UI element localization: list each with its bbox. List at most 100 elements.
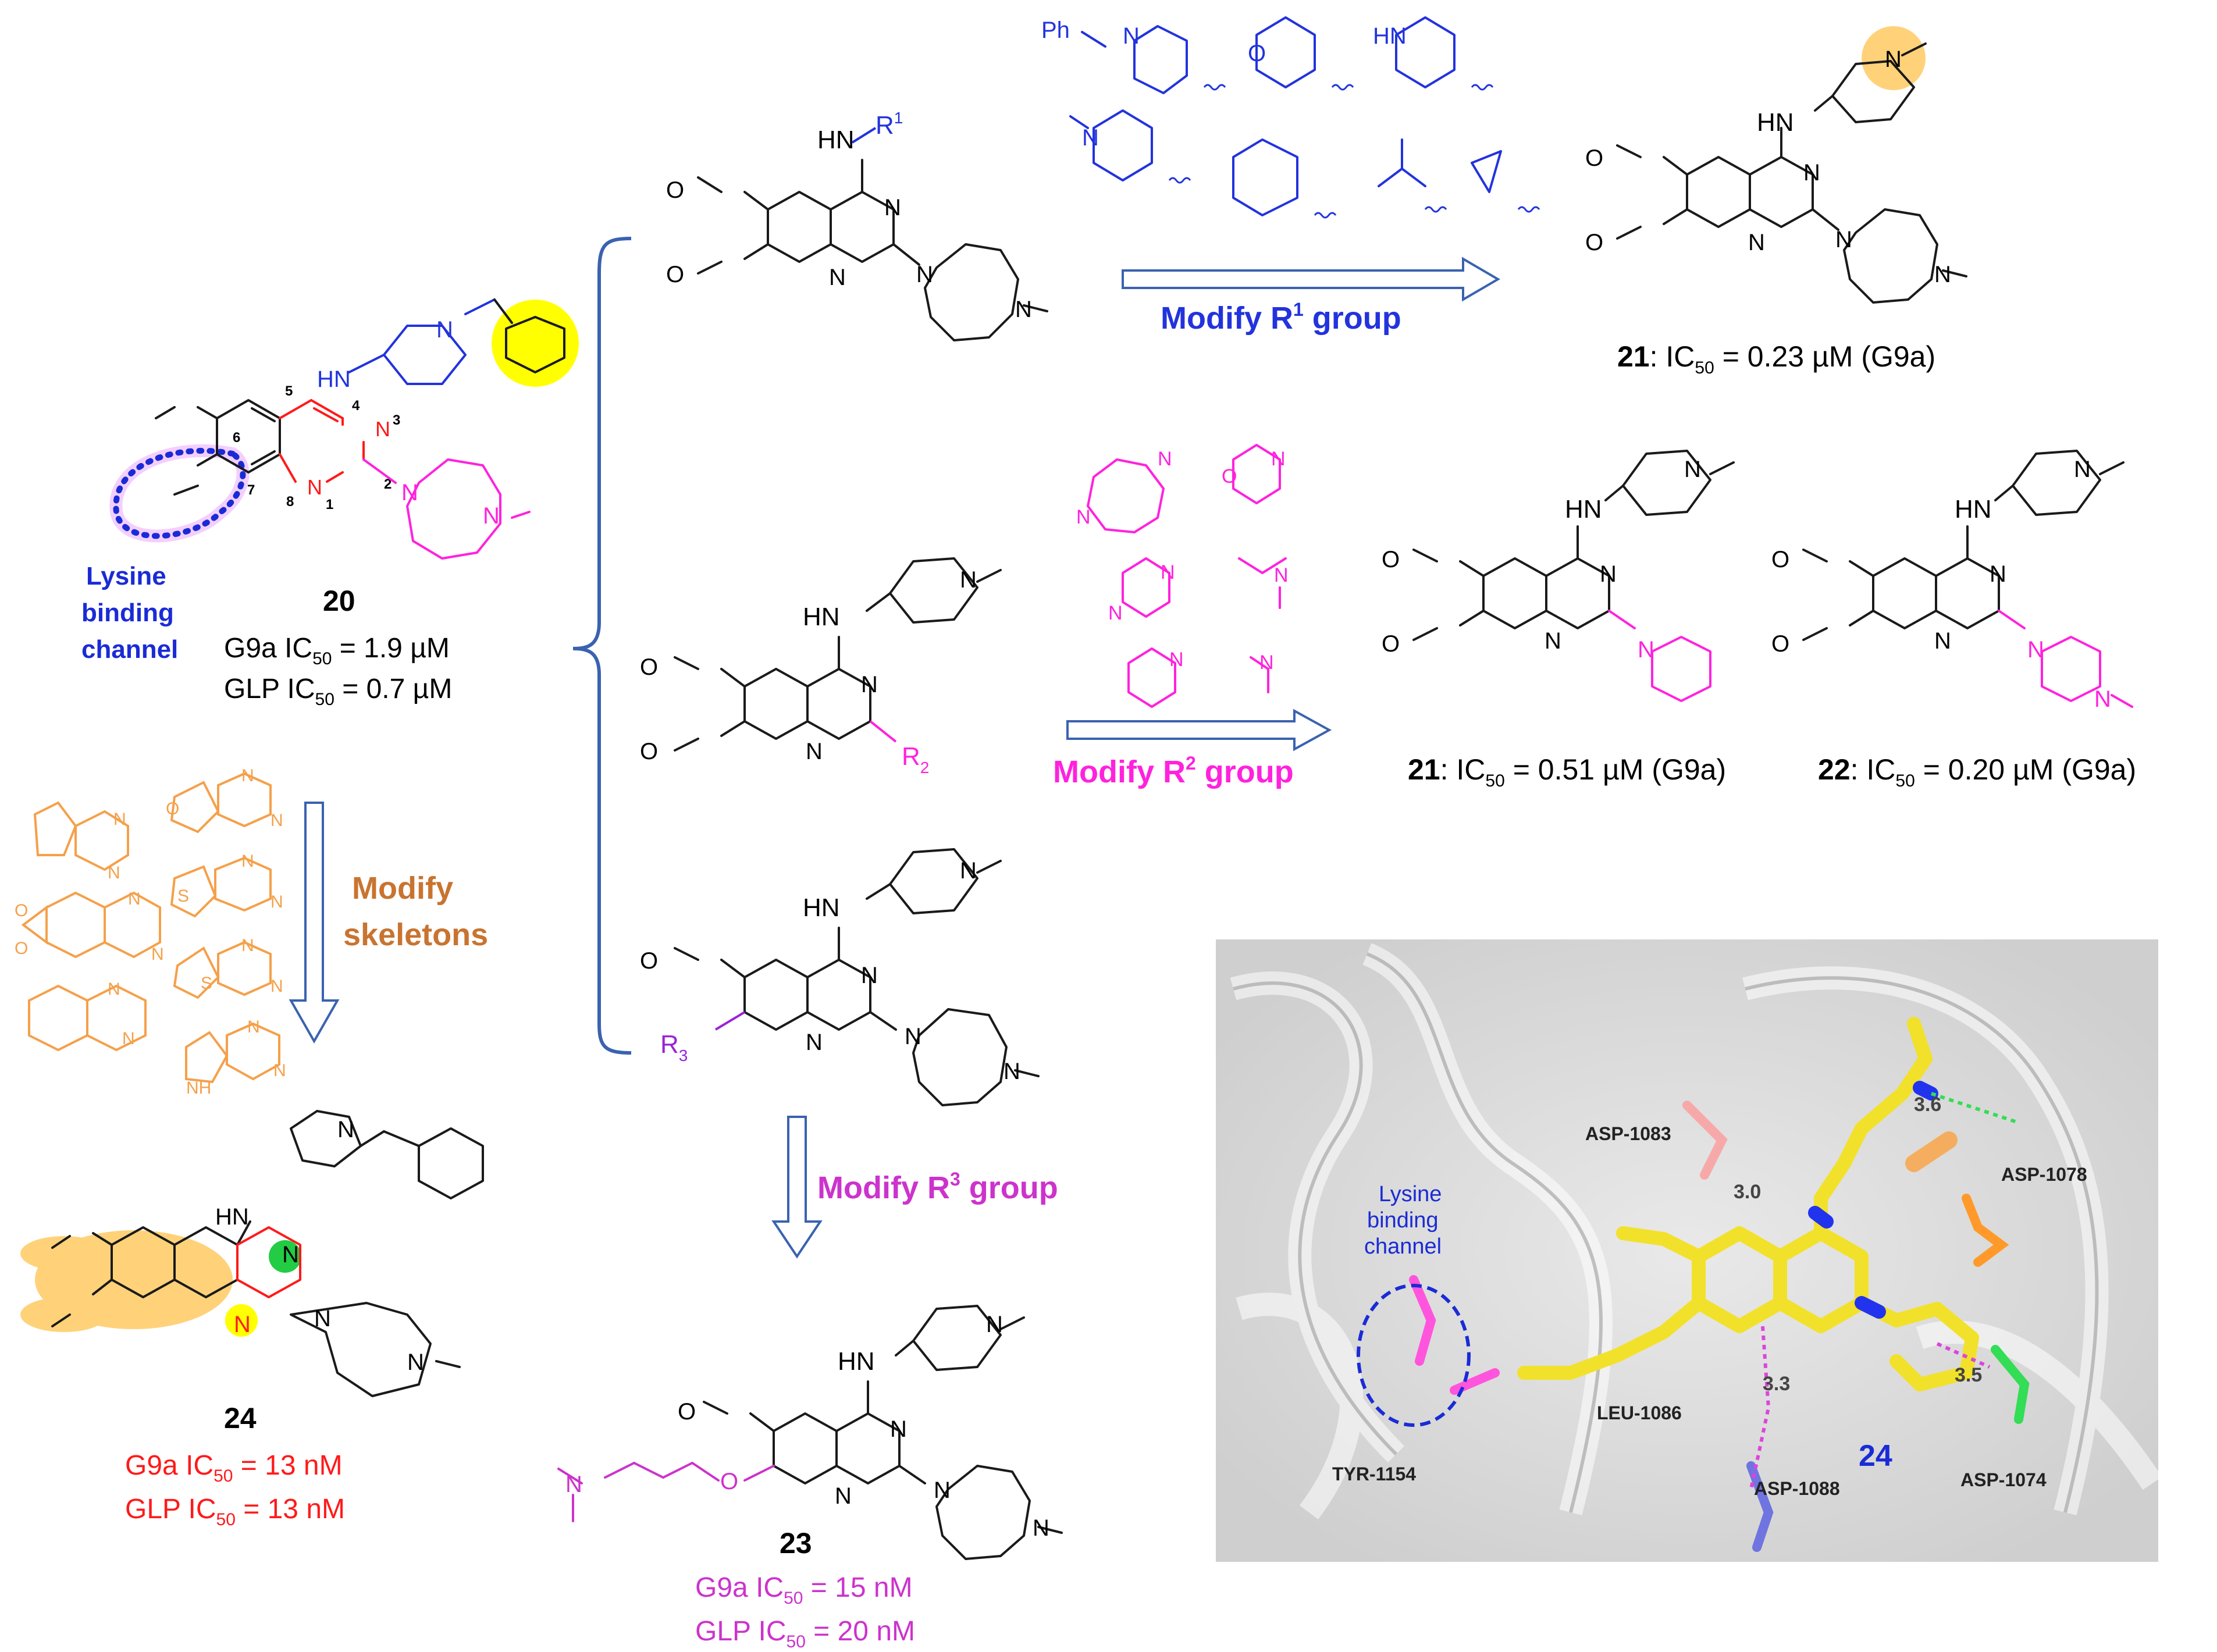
svg-text:N: N — [2094, 686, 2111, 712]
svg-text:HN: HN — [1757, 108, 1794, 137]
scaffold-r2 — [674, 557, 1002, 752]
svg-text:N: N — [960, 858, 977, 884]
r1-attachment-squiggles — [1168, 84, 1540, 219]
scaffold-r2-labels: HN O O N N N R2 — [640, 567, 977, 777]
svg-text:HN: HN — [803, 603, 840, 631]
compound-22-caption: 22: IC50 = 0.20 µM (G9a) — [1818, 753, 2136, 791]
svg-text:Ph: Ph — [1041, 17, 1070, 43]
compound-23: HN O N N N N N O N 23 G9a IC50 = 15 nM G… — [557, 1305, 1063, 1651]
svg-text:N: N — [271, 811, 283, 830]
compound-24: HN N N N N N 24 G9a IC50 = 13 nM GLP IC5… — [20, 1110, 484, 1529]
svg-text:N: N — [861, 672, 878, 697]
ring-number-4: 4 — [352, 398, 360, 414]
docking-ligand-label: 24 — [1859, 1439, 1892, 1473]
residue-asp-1074: ASP-1074 — [1960, 1469, 2047, 1490]
residue-asp-1088: ASP-1088 — [1754, 1478, 1840, 1499]
scaffold-brace — [572, 237, 632, 1055]
svg-text:N: N — [1108, 602, 1123, 624]
ring-number-5: 5 — [285, 383, 293, 399]
svg-text:N: N — [1934, 628, 1951, 654]
compound-20: N N 1 2 3 4 5 6 7 8 HN N N N L — [81, 298, 579, 709]
compound-21b-caption: 21: IC50 = 0.51 µM (G9a) — [1408, 753, 1726, 791]
n3-atom: N — [375, 417, 390, 441]
svg-text:N: N — [273, 1061, 286, 1080]
lysine-label-1: Lysine — [86, 562, 166, 590]
compound-21-top: HN O O N N N N N 21: IC50 = 0.23 µM (G9a… — [1585, 26, 1967, 378]
svg-text:N: N — [1934, 262, 1951, 287]
svg-text:O: O — [640, 654, 658, 680]
compound-23-ic50-g9a: G9a IC50 = 15 nM — [695, 1572, 913, 1608]
compound-24-diazepane-n1: N — [314, 1306, 331, 1331]
n1-atom: N — [307, 475, 322, 499]
docking-panel: ASP-1083 ASP-1078 LEU-1086 TYR-1154 ASP-… — [1216, 939, 2162, 1562]
ring-number-2: 2 — [384, 476, 392, 492]
svg-text:N: N — [108, 863, 120, 882]
residue-asp-1083: ASP-1083 — [1585, 1123, 1671, 1144]
distance-3-3: 3.3 — [1763, 1373, 1790, 1395]
r3-arrow — [771, 1116, 823, 1259]
svg-text:HN: HN — [817, 126, 855, 154]
r2-substituent-labels: NN ON NN N N N — [1076, 448, 1289, 674]
svg-text:N: N — [1161, 561, 1175, 583]
compound-24-pip-n: N — [337, 1117, 354, 1142]
scaffold-r1 — [697, 159, 1048, 341]
svg-text:N: N — [835, 1483, 852, 1509]
r1-arrow-label: Modify R1 group — [1161, 299, 1401, 336]
diazepane-n4: N — [483, 503, 500, 529]
svg-text:N: N — [806, 1030, 823, 1055]
svg-text:O: O — [1771, 631, 1789, 657]
svg-text:N: N — [2074, 457, 2091, 482]
svg-text:N: N — [1003, 1059, 1020, 1084]
svg-text:O: O — [678, 1399, 696, 1425]
svg-text:N: N — [1015, 297, 1032, 322]
svg-text:O: O — [1382, 631, 1400, 657]
residue-tyr-1154: TYR-1154 — [1332, 1464, 1416, 1484]
svg-text:N: N — [861, 963, 878, 988]
svg-text:O: O — [640, 739, 658, 764]
svg-text:N: N — [113, 810, 126, 829]
svg-text:N: N — [884, 195, 901, 220]
compound-24-ic50-glp: GLP IC50 = 13 nM — [125, 1494, 345, 1529]
svg-text:N: N — [122, 1029, 135, 1048]
ring-number-6: 6 — [233, 430, 240, 446]
svg-text:S: S — [177, 886, 189, 906]
svg-text:O: O — [15, 939, 28, 958]
svg-text:N: N — [2027, 637, 2044, 663]
svg-text:N: N — [271, 892, 283, 912]
lysine-label-3: channel — [81, 635, 178, 664]
svg-text:O: O — [640, 948, 658, 974]
svg-text:N: N — [1271, 448, 1286, 470]
svg-text:R1: R1 — [876, 109, 903, 140]
skeleton-options — [21, 772, 280, 1084]
compound-20-ic50-g9a: G9a IC50 = 1.9 µM — [224, 633, 450, 668]
r1-substituents — [1069, 16, 1502, 216]
r1-arrow — [1122, 257, 1500, 302]
skeleton-thieno-2 — [173, 941, 272, 999]
c3-highlight — [269, 1240, 301, 1273]
compound-24-n3: N — [282, 1242, 299, 1268]
r3-arrow-label: Modify R3 group — [817, 1169, 1058, 1205]
svg-text:O: O — [666, 177, 684, 203]
svg-text:N: N — [1835, 227, 1852, 252]
lysine-label-2: binding — [81, 599, 174, 627]
phenyl-highlight — [492, 300, 579, 387]
svg-text:HN: HN — [1955, 495, 1992, 524]
svg-text:N: N — [1259, 651, 1274, 674]
svg-text:N: N — [1990, 561, 2006, 587]
ring-number-3: 3 — [393, 412, 400, 428]
svg-text:O: O — [720, 1469, 738, 1494]
svg-text:N: N — [271, 977, 283, 996]
ring-number-8: 8 — [286, 494, 294, 510]
svg-text:O: O — [15, 901, 28, 920]
svg-text:HN: HN — [1373, 23, 1407, 49]
ring-number-1: 1 — [326, 497, 333, 512]
svg-text:R2: R2 — [902, 742, 929, 777]
skeleton-quinazoline — [28, 984, 147, 1052]
distance-3-5: 3.5 — [1955, 1364, 1982, 1386]
residue-asp-1078: ASP-1078 — [2001, 1164, 2087, 1185]
svg-text:N: N — [806, 739, 823, 764]
svg-text:N: N — [241, 936, 254, 955]
svg-text:N: N — [986, 1312, 1003, 1337]
